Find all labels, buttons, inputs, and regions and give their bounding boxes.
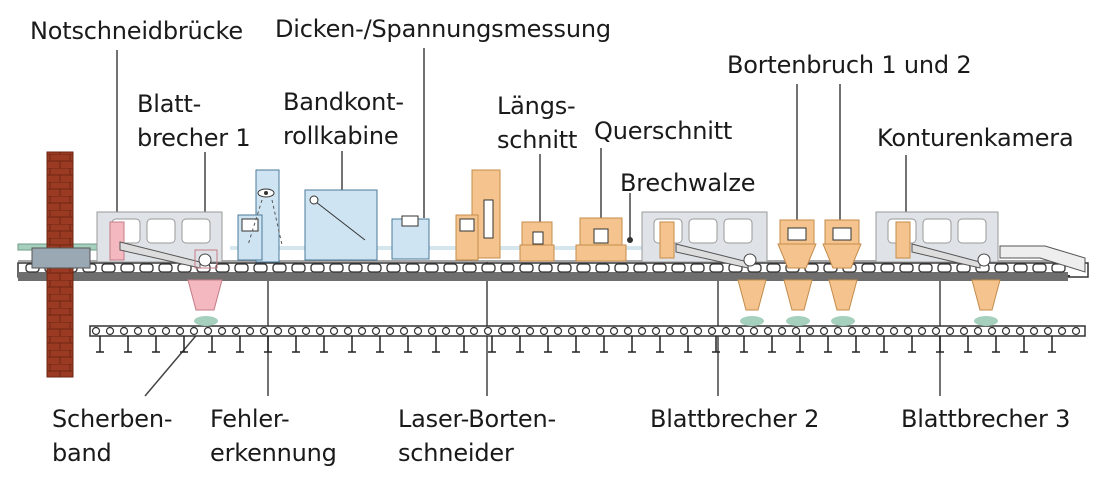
laser-bortenschneider bbox=[455, 169, 501, 261]
label-bortenbruch: Bortenbruch 1 und 2 bbox=[727, 51, 972, 79]
label-notschneidbruecke: Notschneidbrücke bbox=[30, 17, 243, 45]
label-blattbrecher-1: Blatt- brecher 1 bbox=[137, 90, 251, 152]
label-laser-bortenschneider: Laser-Borten- schneider bbox=[398, 405, 556, 467]
querschnitt-unit bbox=[575, 217, 633, 262]
label-brechwalze: Brechwalze bbox=[620, 169, 756, 197]
label-blattbrecher-2: Blattbrecher 2 bbox=[650, 405, 820, 433]
scrap-chute-1 bbox=[187, 279, 223, 311]
enclosure-2 bbox=[641, 211, 768, 269]
label-dicken-spannungsmessung: Dicken-/Spannungsmessung bbox=[275, 15, 611, 43]
enclosure-1 bbox=[96, 211, 223, 269]
label-laengsschnitt: Längs- schnitt bbox=[497, 92, 578, 154]
label-querschnitt: Querschnitt bbox=[594, 117, 733, 145]
label-bandkontrollkabine: Bandkont- rollkabine bbox=[283, 88, 404, 150]
label-fehlererkennung: Fehler- erkennung bbox=[210, 405, 337, 467]
scrap-chute-3 bbox=[971, 279, 1001, 311]
dickenmessung-unit bbox=[391, 215, 430, 260]
label-konturenkamera: Konturenkamera bbox=[877, 124, 1074, 152]
bortenbruch-2 bbox=[822, 219, 862, 326]
laengsschnitt-unit bbox=[519, 221, 555, 262]
lower-conveyor bbox=[89, 325, 1086, 353]
scrap-chute-2 bbox=[737, 279, 767, 311]
label-blattbrecher-3: Blattbrecher 3 bbox=[901, 405, 1071, 433]
bandkontrollkabine bbox=[304, 189, 378, 261]
fehlererkennung-unit bbox=[237, 169, 283, 263]
enclosure-3 bbox=[875, 211, 999, 269]
bortenbruch-1 bbox=[777, 219, 817, 326]
label-scherbenband: Scherben- band bbox=[52, 405, 173, 467]
